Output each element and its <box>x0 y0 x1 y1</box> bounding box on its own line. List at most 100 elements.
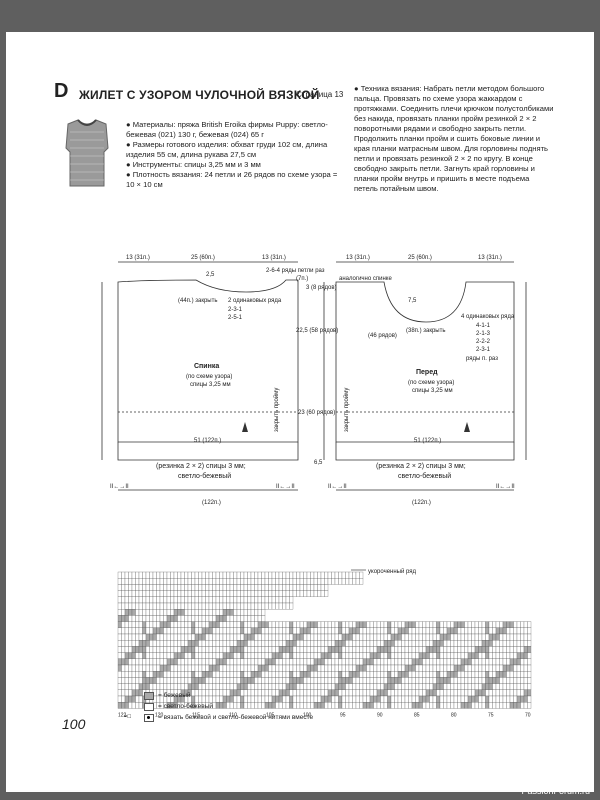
chart-cell <box>229 646 234 653</box>
chart-cell <box>124 609 129 616</box>
chart-cell <box>495 671 500 678</box>
chart-cell <box>233 658 238 666</box>
chart-cell <box>229 571 234 579</box>
chart-cell <box>376 652 381 659</box>
chart-cell <box>177 609 182 616</box>
chart-cell <box>285 596 290 604</box>
chart-cell <box>184 646 189 653</box>
chart-cell <box>443 640 448 647</box>
chart-cell <box>502 658 507 666</box>
chart-cell <box>128 695 133 703</box>
chart-cell <box>131 689 136 697</box>
chart-cell <box>201 584 206 591</box>
back-needles: спицы 3,25 мм <box>190 382 231 388</box>
legend-item-together: = вязать бежевой и светло-бежевой нитями… <box>144 712 313 723</box>
chart-cell <box>289 627 294 635</box>
chart-cell <box>327 658 332 666</box>
chart-cell <box>376 689 381 697</box>
chart-cell <box>296 658 301 666</box>
chart-cell <box>198 677 203 684</box>
chart-cell <box>187 671 192 678</box>
chart-cell <box>247 633 252 641</box>
chart-cell <box>313 633 318 641</box>
chart-cell <box>212 683 217 690</box>
chart-cell <box>443 677 448 684</box>
chart-cell <box>124 633 129 641</box>
chart-cell <box>443 621 448 628</box>
chart-cell <box>513 689 518 697</box>
chart-cell <box>338 683 343 690</box>
chart-cell <box>390 683 395 690</box>
chart-cell <box>516 671 521 678</box>
chart-cell <box>387 627 392 635</box>
chart-cell <box>446 633 451 641</box>
chart-cell <box>460 702 465 709</box>
chart-cell <box>359 677 364 684</box>
chart-cell <box>208 671 213 678</box>
chart-cell <box>348 646 353 653</box>
chart-cell <box>408 671 413 678</box>
chart-cell <box>401 627 406 635</box>
chart-cell <box>187 590 192 597</box>
chart-cell <box>450 658 455 666</box>
chart-cell <box>187 677 192 684</box>
chart-cell <box>250 633 255 641</box>
chart-cell <box>313 621 318 628</box>
chart-cell <box>502 633 507 641</box>
chart-cell <box>520 664 525 672</box>
chart-cell <box>492 683 497 690</box>
chart-cell <box>194 621 199 628</box>
chart-cell <box>299 578 304 585</box>
chart-cell <box>156 683 161 690</box>
chart-cell <box>387 646 392 653</box>
chart-cell <box>373 664 378 672</box>
chart-cell <box>170 652 175 659</box>
chart-cell <box>166 615 171 622</box>
chart-cell <box>352 683 357 690</box>
chart-cell <box>201 596 206 604</box>
chart-cell <box>271 602 276 610</box>
chart-cell <box>313 671 318 678</box>
chart-cell <box>383 646 388 653</box>
chart-cell <box>488 664 493 672</box>
chart-cell <box>166 683 171 690</box>
chart-cell <box>390 664 395 672</box>
back-neck-note: 2-6-4 ряды петли раз <box>266 268 325 274</box>
chart-cell <box>198 627 203 635</box>
chart-cell <box>453 652 458 659</box>
chart-cell <box>170 578 175 585</box>
chart-cell <box>513 664 518 672</box>
chart-cell <box>485 677 490 684</box>
chart-cell <box>191 683 196 690</box>
chart-cell <box>250 652 255 659</box>
chart-cell <box>247 615 252 622</box>
chart-cell <box>436 664 441 672</box>
chart-cell <box>527 677 532 684</box>
front-neck-dec-1: 4-1-1 <box>476 323 491 329</box>
chart-cell <box>380 627 385 635</box>
chart-cell <box>401 689 406 697</box>
chart-cell <box>404 640 409 647</box>
chart-cell <box>198 584 203 591</box>
chart-cell <box>513 621 518 628</box>
chart-grid <box>117 571 532 709</box>
chart-cell <box>282 578 287 585</box>
chart-cell <box>366 683 371 690</box>
legend-label: = бежевый <box>158 692 191 699</box>
chart-cell <box>523 683 528 690</box>
chart-cell <box>145 646 150 653</box>
chart-cell <box>516 695 521 703</box>
chart-cell <box>208 602 213 610</box>
chart-cell <box>485 664 490 672</box>
chart-cell <box>324 671 329 678</box>
chart-cell <box>506 633 511 641</box>
chart-cell <box>334 702 339 709</box>
chart-cell <box>327 677 332 684</box>
chart-cell <box>390 671 395 678</box>
chart-cell <box>194 596 199 604</box>
chart-cell <box>121 615 126 622</box>
chart-cell <box>499 633 504 641</box>
chart-column-number: 85 <box>414 712 420 718</box>
chart-cell <box>205 609 210 616</box>
chart-cell <box>124 621 129 628</box>
